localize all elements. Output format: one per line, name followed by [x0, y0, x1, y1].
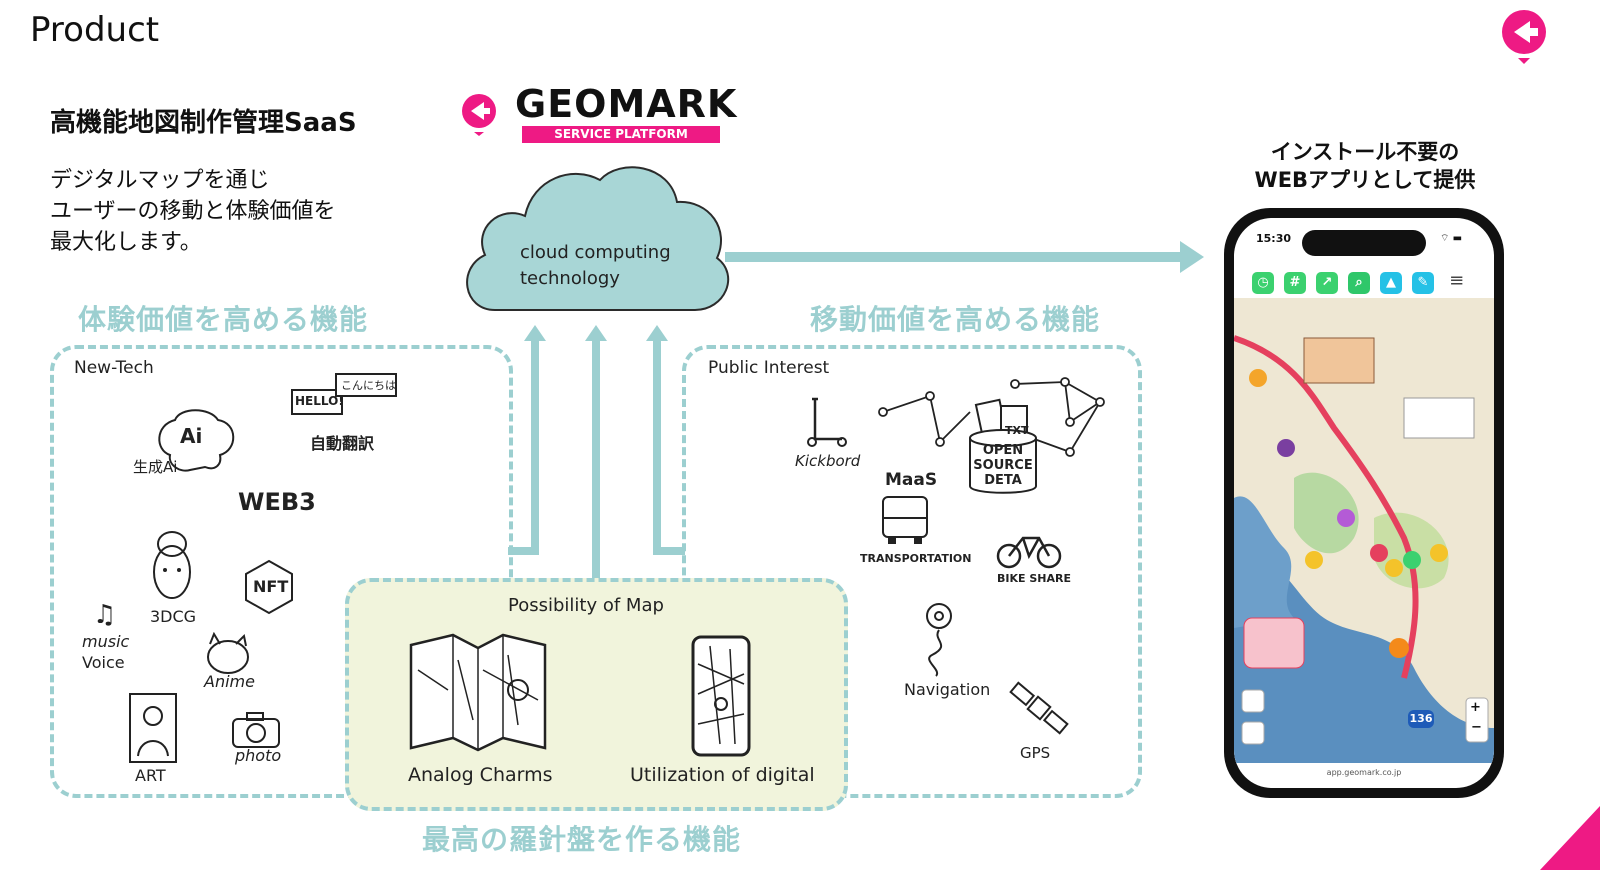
- item-generative-ai: 生成Ai: [133, 458, 178, 476]
- status-icons: ⌔ ▬: [1440, 233, 1463, 244]
- ai-bubble-text: Ai: [180, 424, 203, 448]
- app-toolbar: ◷ # ↗ ⌕ ▲ ✎ ≡: [1252, 270, 1492, 296]
- clock-icon[interactable]: ◷: [1252, 272, 1274, 294]
- smartphone-map-icon: [691, 635, 751, 757]
- intro-heading: 高機能地図制作管理SaaS: [50, 108, 357, 138]
- corner-accent: [1540, 806, 1600, 870]
- camera-icon: [232, 712, 280, 748]
- item-konnichiwa: こんにちは: [341, 379, 396, 392]
- phone-caption-line: WEBアプリとして提供: [1254, 168, 1476, 192]
- item-gps: GPS: [1020, 744, 1051, 762]
- page-title: Product: [30, 10, 160, 50]
- status-time: 15:30: [1256, 232, 1292, 245]
- item-auto-translation: 自動翻訳: [310, 434, 375, 453]
- open-source-line: OPEN: [982, 443, 1024, 458]
- intro-line: ユーザーの移動と体験価値を: [50, 199, 336, 224]
- buddha-head-icon: [153, 531, 191, 599]
- edit-icon[interactable]: ✎: [1412, 272, 1434, 294]
- item-hello: HELLO!: [295, 394, 344, 408]
- map-view[interactable]: 136 + −: [1234, 298, 1494, 763]
- txt-label: TXT: [1005, 424, 1029, 437]
- intro-text: デジタルマップを通じ ユーザーの移動と体験価値を 最大化します。: [50, 165, 336, 258]
- right-panel-label: Public Interest: [708, 358, 830, 378]
- bicycle-icon: [996, 536, 1062, 569]
- cloud-line-2: technology: [520, 268, 620, 289]
- item-web3: WEB3: [238, 488, 316, 516]
- search-icon[interactable]: ⌕: [1348, 272, 1370, 294]
- bottom-section-title: 最高の羅針盤を作る機能: [422, 823, 742, 856]
- phone-screen: 15:30 ⌔ ▬ ◷ # ↗ ⌕ ▲ ✎ ≡: [1234, 218, 1494, 788]
- item-navigation: Navigation: [904, 680, 991, 699]
- intro-line: デジタルマップを通じ: [50, 168, 270, 193]
- item-voice: Voice: [82, 653, 125, 672]
- nft-badge-icon: [245, 559, 293, 615]
- brand-name: GEOMARK: [515, 82, 738, 126]
- network-graph-icon: [878, 377, 1105, 457]
- speech-bubble-icon: [291, 373, 397, 415]
- menu-icon[interactable]: ≡: [1449, 270, 1465, 291]
- center-panel-label: Possibility of Map: [508, 595, 664, 616]
- browser-url[interactable]: app.geomark.co.jp: [1326, 768, 1402, 777]
- item-art: ART: [135, 766, 166, 785]
- item-transportation: TRANSPORTATION: [860, 552, 972, 565]
- analog-caption: Analog Charms: [408, 764, 553, 786]
- item-music: music: [82, 632, 130, 651]
- cloud-shape: [466, 166, 730, 311]
- right-section-title: 移動価値を高める機能: [810, 303, 1101, 336]
- arrow-head-icon: [1180, 241, 1204, 273]
- left-section-title: 体験価値を高める機能: [78, 303, 369, 336]
- open-source-text: OPEN SOURCE DETA: [972, 443, 1034, 488]
- left-panel: [50, 345, 513, 798]
- right-panel: [682, 345, 1142, 798]
- satellite-icon: [1009, 681, 1069, 735]
- open-source-line: DETA: [984, 473, 1022, 488]
- image-icon[interactable]: ▲: [1380, 272, 1402, 294]
- dog-icon: [207, 632, 249, 674]
- geomark-logo-icon: [462, 94, 496, 136]
- dynamic-island: [1302, 230, 1426, 256]
- phone-caption: インストール不要の WEBアプリとして提供: [1220, 138, 1510, 194]
- kickboard-icon: [807, 397, 847, 447]
- phone-caption-line: インストール不要の: [1270, 140, 1460, 164]
- item-kickboard: Kickbord: [795, 452, 861, 470]
- phone-frame: 15:30 ⌔ ▬ ◷ # ↗ ⌕ ▲ ✎ ≡: [1224, 208, 1504, 798]
- digital-caption: Utilization of digital: [630, 764, 815, 786]
- zoom-out-button[interactable]: −: [1471, 720, 1482, 735]
- item-nft: NFT: [253, 577, 289, 596]
- open-source-line: SOURCE: [973, 458, 1033, 473]
- bus-icon: [882, 496, 928, 544]
- portrait-frame-icon: [129, 693, 177, 763]
- paper-map-icon: [409, 633, 547, 752]
- ai-head-icon: [158, 409, 235, 472]
- left-panel-label: New-Tech: [74, 358, 154, 378]
- arrow-to-phone: [725, 252, 1185, 262]
- zoom-in-button[interactable]: +: [1470, 700, 1481, 715]
- intro-line: 最大化します。: [50, 230, 202, 255]
- item-3dcg: 3DCG: [150, 607, 197, 626]
- navigation-pin-icon: [926, 603, 952, 677]
- item-photo: photo: [235, 746, 282, 765]
- brand-logo-icon: [1502, 10, 1546, 64]
- item-bike-share: BIKE SHARE: [997, 572, 1071, 585]
- cloud-line-1: cloud computing: [520, 242, 671, 263]
- road-sign-badge: 136: [1408, 710, 1434, 728]
- item-anime: Anime: [204, 672, 255, 691]
- item-maas: MaaS: [885, 470, 938, 490]
- illustrated-map: [1234, 335, 1494, 763]
- hash-icon[interactable]: #: [1284, 272, 1306, 294]
- document-cylinder-icon: [969, 398, 1037, 494]
- route-icon[interactable]: ↗: [1316, 272, 1338, 294]
- music-note-icon: ♫: [93, 600, 117, 630]
- upward-arrows: [508, 325, 685, 584]
- brand-tagline: SERVICE PLATFORM: [522, 126, 720, 143]
